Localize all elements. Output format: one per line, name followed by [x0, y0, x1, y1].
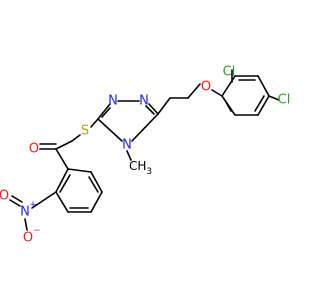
bond-ring1-c-inner — [88, 176, 99, 193]
bond-ring1-g — [55, 168, 69, 193]
bond-s-ch2 — [71, 134, 81, 142]
charge-o-nitro-low: − — [33, 226, 41, 236]
bond-tz-c5-n-inner — [145, 105, 155, 115]
bond-ring2-a — [221, 75, 236, 97]
bond-ring1-a — [55, 148, 69, 170]
atom-o-keto: O — [29, 142, 39, 157]
bond-ring2-d-inner — [254, 95, 265, 112]
bond-tz-c5-n — [148, 103, 159, 115]
methyl-label: CH3 — [129, 159, 152, 177]
bond-ch2-co — [55, 140, 73, 150]
atom-cl-right: Cl — [278, 93, 291, 108]
atom-o-ether: O — [201, 80, 211, 95]
atom-s: S — [81, 124, 89, 139]
bond-ring2-f-inner — [225, 101, 232, 112]
bond-ring2-d — [257, 95, 270, 116]
bond-c3-s — [90, 118, 99, 128]
bond-tz-n-c3-inner — [101, 107, 111, 118]
molecule-diagram: Cl Cl O N N N S O N + O O − CH3 — [0, 65, 290, 246]
atom-o-nitro-low: O — [23, 231, 33, 246]
bond-chain-1 — [187, 83, 201, 99]
bond-ring2-c — [257, 75, 270, 97]
bond-c-no2 — [31, 191, 57, 209]
bond-n-o-top-a — [9, 199, 21, 207]
atom-n4: N — [122, 138, 132, 153]
bond-ring1-f — [55, 191, 69, 213]
bond-ring1-b — [67, 168, 92, 173]
atom-o-nitro-top: O — [0, 189, 9, 204]
bond-n-o-low — [24, 218, 28, 231]
bond-ring1-d — [90, 191, 103, 213]
bond-n-methyl — [126, 150, 132, 161]
atom-n2: N — [139, 94, 149, 109]
bond-o-aryl — [211, 89, 223, 97]
atom-labels: Cl Cl O N N N S O N + O O − — [0, 65, 290, 246]
bond-n-o-top-b — [11, 195, 23, 203]
bond-tz-n4-c5 — [131, 113, 159, 142]
bond-tz-c3-n4 — [97, 118, 123, 142]
bond-chain-3 — [157, 97, 171, 115]
charge-n-nitro: + — [29, 200, 37, 210]
methyl-group: CH3 — [129, 159, 152, 177]
atom-n1: N — [108, 94, 118, 109]
atom-n-nitro: N — [20, 205, 30, 220]
bond-tz-n-c3 — [97, 103, 111, 120]
bond-cl-right — [268, 95, 280, 101]
bond-layer — [9, 69, 280, 231]
atom-cl-top: Cl — [223, 65, 236, 80]
bond-ring1-c — [90, 171, 103, 193]
bond-ring1-g-inner — [59, 174, 71, 193]
